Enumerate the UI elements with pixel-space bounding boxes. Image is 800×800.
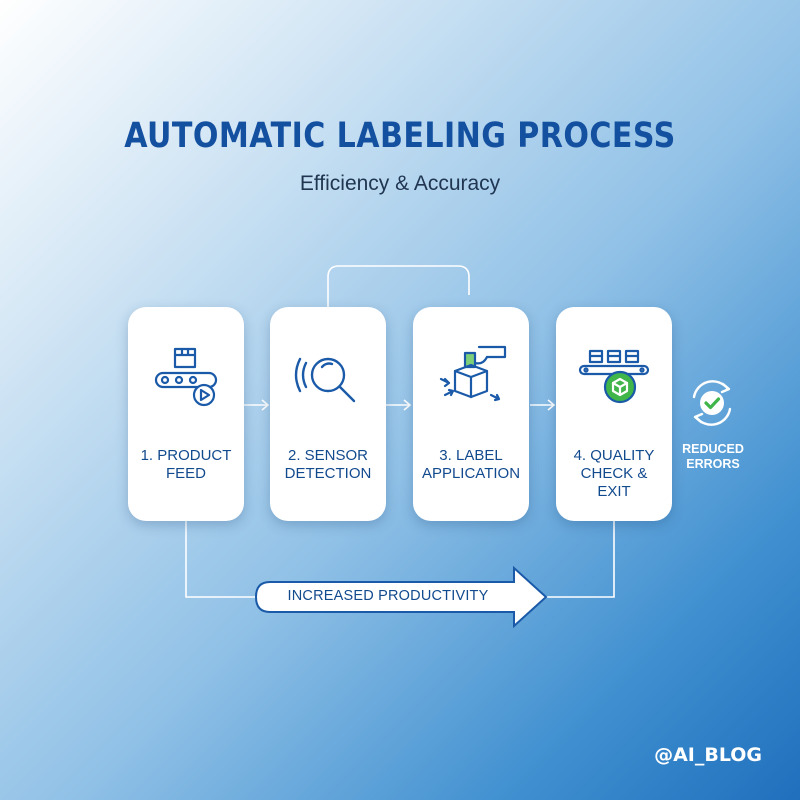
step-card-product-feed: 1. PRODUCT FEED [128,307,244,521]
arrow-3-4 [530,399,556,411]
step-card-label-application: 3. LABEL APPLICATION [413,307,529,521]
hand-label-box-icon [439,345,507,402]
step-label-quality-check: 4. QUALITY CHECK & EXIT [573,447,655,500]
page-title: AUTOMATIC LABELING PROCESS [124,116,676,156]
step-arrows [244,399,556,411]
loop-connector [327,265,470,307]
page-subtitle: Efficiency & Accuracy [299,172,501,195]
step-card-quality-check: 4. QUALITY CHECK & EXIT [556,307,672,521]
step-label-sensor-detection: 2. SENSOR DETECTION [284,447,372,482]
productivity-left-line [185,521,258,598]
step-label-label-application: 3. LABEL APPLICATION [421,447,521,482]
magnifier-sensor-icon [294,357,356,403]
productivity-label: INCREASED PRODUCTIVITY [287,588,489,604]
reduced-errors-label: REDUCED ERRORS [682,442,744,471]
conveyor-check-box-icon [578,349,650,404]
arrow-2-3 [386,399,412,411]
step-card-sensor-detection: 2. SENSOR DETECTION [270,307,386,521]
conveyor-box-play-icon [154,347,218,407]
step-label-product-feed: 1. PRODUCT FEED [140,447,232,482]
refresh-check-icon [692,380,732,426]
productivity-arrow [254,565,548,629]
author-handle: @AI_BLOG [654,744,762,766]
productivity-right-line [542,521,615,598]
arrow-1-2 [244,399,270,411]
